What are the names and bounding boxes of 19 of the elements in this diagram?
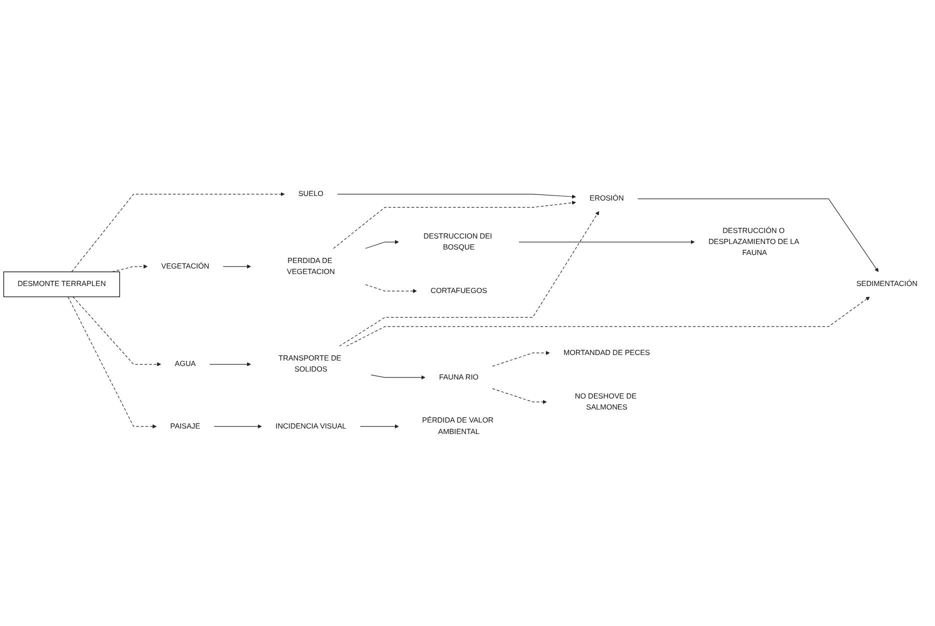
arrow bbox=[370, 374, 426, 380]
arrow bbox=[365, 240, 399, 249]
arrow bbox=[492, 350, 550, 367]
arrow bbox=[214, 424, 262, 428]
arrow bbox=[360, 424, 399, 428]
arrow bbox=[68, 296, 157, 428]
arrow bbox=[492, 388, 547, 404]
arrow bbox=[71, 192, 285, 272]
arrow bbox=[339, 211, 600, 346]
arrow bbox=[112, 264, 148, 272]
arrow bbox=[518, 240, 695, 244]
arrow bbox=[346, 296, 870, 346]
arrow bbox=[337, 194, 576, 199]
arrow bbox=[333, 200, 576, 249]
arrow bbox=[222, 264, 251, 268]
arrow bbox=[637, 198, 879, 272]
arrow bbox=[209, 362, 251, 366]
arrow bbox=[365, 284, 417, 293]
arrow bbox=[72, 296, 162, 366]
